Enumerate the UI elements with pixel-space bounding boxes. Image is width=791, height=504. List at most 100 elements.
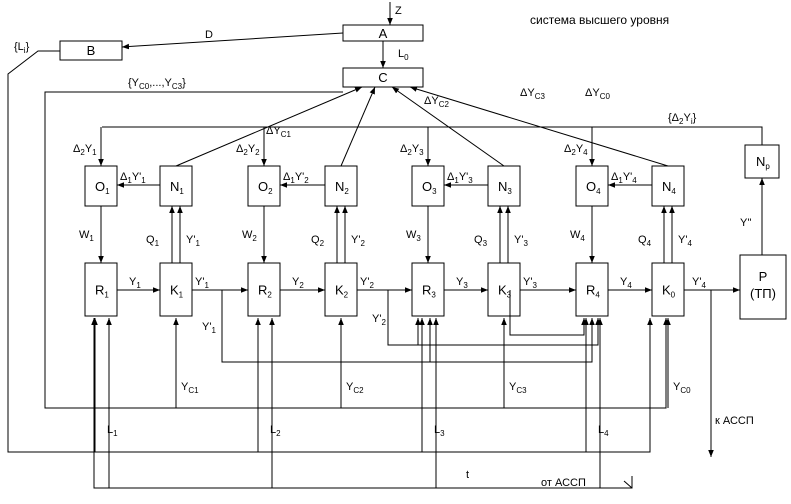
svg-text:O1: O1 [95,179,110,196]
svg-text:N3: N3 [498,179,512,196]
block-r2: R2 [247,262,281,317]
label-yp-feedback1: Y'1 [202,321,216,335]
svg-text:O3: O3 [422,179,437,196]
delta-yc-3 [391,86,505,167]
svg-text:N4: N4 [662,179,676,196]
svg-text:Nр: Nр [756,154,770,171]
label-yp-out1: Y'1 [195,276,209,290]
label-delta-yc1: ΔYC1 [266,125,291,139]
label-q2: Q2 [311,234,325,248]
label-to-assp: к АССП [715,415,754,427]
svg-text:K3: K3 [498,283,512,300]
block-b: B [59,40,123,61]
label-w2: W2 [242,229,257,243]
diagram-title: система высшего уровня [530,13,669,27]
label-w1: W1 [79,229,94,243]
label-delta2-set: {Δ2Yi} [668,112,697,126]
label-yp-up2: Y'2 [351,234,365,248]
label-yc4: YC0 [673,381,691,395]
block-k4: K0 [651,262,685,317]
label-l4: L4 [598,424,609,438]
block-r4: R4 [575,262,609,317]
label-y4: Y4 [620,276,632,290]
label-y3: Y3 [456,276,468,290]
label-yc1: YC1 [181,381,199,395]
label-y2: Y2 [292,276,304,290]
block-r1: R1 [84,262,118,317]
block-n1: N1 [159,165,193,207]
label-w4: W4 [570,229,585,243]
block-o2: O2 [247,165,281,207]
svg-text:C: C [378,70,387,85]
label-t: t [466,469,469,481]
label-delta2-y2: Δ2Y2 [236,143,260,157]
yp1-feedback [221,290,595,363]
block-k3: K3 [487,262,521,317]
label-delta1-y2: Δ1Y'2 [283,171,309,185]
yp2-feedback [387,290,601,346]
block-o1: O1 [84,165,118,207]
label-l2: L2 [270,424,281,438]
label-l-set: {Li} [14,41,30,55]
svg-text:(ТП): (ТП) [750,286,776,301]
label-ypp: Y'' [740,217,752,229]
svg-text:Р: Р [759,269,768,284]
label-delta2-y3: Δ2Y3 [400,143,424,157]
label-delta1-y4: Δ1Y'4 [611,171,637,185]
block-n3: N3 [487,165,521,207]
label-delta-yc4: ΔYC0 [585,87,610,101]
label-from-assp: от АССП [541,477,586,489]
block-r3: R3 [411,262,445,317]
label-yc-set: {YC0,...,YC3} [128,77,186,91]
block-n2: N2 [324,165,358,207]
label-delta-yc3: ΔYC3 [520,87,545,101]
svg-text:N2: N2 [335,179,349,196]
svg-text:R2: R2 [258,283,272,300]
label-z: Z [395,5,402,17]
label-delta1-y1: Δ1Y'1 [120,171,146,185]
label-q3: Q3 [474,234,488,248]
label-yp-up3: Y'3 [514,234,528,248]
block-p: Р (ТП) [739,254,787,320]
label-yp-out3: Y'3 [523,276,537,290]
svg-text:K1: K1 [170,283,184,300]
delta-yc-2 [340,86,376,167]
label-l1: L1 [107,424,118,438]
block-o4: O4 [575,165,609,207]
label-q1: Q1 [146,234,160,248]
label-delta2-y1: Δ2Y1 [73,143,97,157]
svg-text:N1: N1 [170,179,184,196]
label-l3: L3 [434,424,445,438]
label-yc3: YC3 [509,381,527,395]
block-k1: K1 [159,262,193,317]
label-y1: Y1 [129,276,141,290]
svg-text:O4: O4 [586,179,601,196]
label-yp-out2: Y'2 [360,276,374,290]
yp3-feedback [509,290,587,336]
label-yp-up1: Y'1 [186,234,200,248]
delta-yc-1 [175,86,363,167]
svg-text:R3: R3 [422,283,436,300]
label-delta-yc2: ΔYC2 [424,95,449,109]
block-np: Nр [744,144,780,179]
svg-text:A: A [379,26,388,41]
label-yp-up4: Y'4 [678,234,692,248]
block-n4: N4 [651,165,685,207]
svg-text:R1: R1 [95,283,109,300]
svg-text:O2: O2 [258,179,273,196]
label-d: D [205,29,213,41]
block-c: C [342,67,424,88]
label-yc2: YC2 [346,381,364,395]
label-delta1-y3: Δ1Y'3 [447,171,473,185]
label-yp-feedback2: Y'2 [372,313,386,327]
delta-yc-4 [409,86,669,167]
label-l0: L0 [398,48,409,62]
svg-text:K0: K0 [662,283,676,300]
block-a: A [342,24,424,42]
label-q4: Q4 [638,234,652,248]
label-yp-out4: Y'4 [692,276,706,290]
label-w3: W3 [406,229,421,243]
label-delta2-y4: Δ2Y4 [564,143,588,157]
